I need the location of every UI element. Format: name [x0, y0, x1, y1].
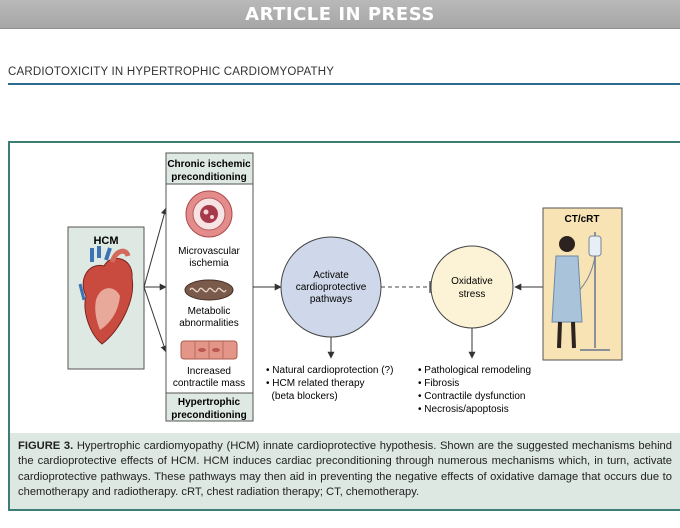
- hyper-title-2: preconditioning: [171, 410, 247, 421]
- caption-text: Hypertrophic cardiomyopathy (HCM) innate…: [18, 440, 672, 499]
- chronic-title-2: preconditioning: [171, 172, 247, 183]
- figure-caption: FIGURE 3. Hypertrophic cardiomyopathy (H…: [10, 433, 680, 509]
- meta-label-1: Metabolic: [188, 306, 231, 317]
- caption-label: FIGURE 3.: [18, 440, 74, 452]
- hyper-title-1: Hypertrophic: [178, 397, 241, 408]
- left-bullet-2: • HCM related therapy: [266, 378, 365, 389]
- mitochondrion-icon: [184, 279, 234, 301]
- oxid-label-1: Oxidative: [451, 276, 493, 287]
- activate-label-1: Activate: [313, 270, 349, 281]
- oxidative-stress-node: [430, 245, 514, 329]
- vessel-cross-section-icon: [185, 190, 233, 238]
- patient-iv-illustration: [551, 232, 610, 351]
- right-bullet-3: • Contractile dysfunction: [418, 391, 525, 402]
- activate-label-2: cardioprotective: [296, 282, 367, 293]
- mass-label-1: Increased: [187, 366, 231, 377]
- heart-illustration: [78, 246, 134, 345]
- right-bullet-1: • Pathological remodeling: [418, 365, 531, 376]
- banner-text: ARTICLE IN PRESS: [245, 4, 435, 25]
- micro-label-1: Microvascular: [178, 246, 240, 257]
- ct-label: CT/cRT: [565, 214, 600, 225]
- micro-label-2: ischemia: [189, 258, 229, 269]
- right-bullet-2: • Fibrosis: [418, 378, 459, 389]
- oxid-label-2: stress: [459, 289, 486, 300]
- left-bullet-3: (beta blockers): [266, 391, 338, 402]
- myocyte-icon: [180, 340, 238, 360]
- running-title: CARDIOTOXICITY IN HYPERTROPHIC CARDIOMYO…: [8, 66, 335, 78]
- chronic-title-1: Chronic ischemic: [167, 159, 251, 170]
- article-in-press-banner: ARTICLE IN PRESS: [0, 0, 680, 29]
- hcm-label: HCM: [93, 235, 118, 247]
- activate-label-3: pathways: [310, 294, 352, 305]
- header-rule: [8, 83, 680, 85]
- mass-label-2: contractile mass: [173, 378, 245, 389]
- right-bullet-4: • Necrosis/apoptosis: [418, 404, 509, 415]
- left-bullet-1: • Natural cardioprotection (?): [266, 365, 393, 376]
- meta-label-2: abnormalities: [179, 318, 238, 329]
